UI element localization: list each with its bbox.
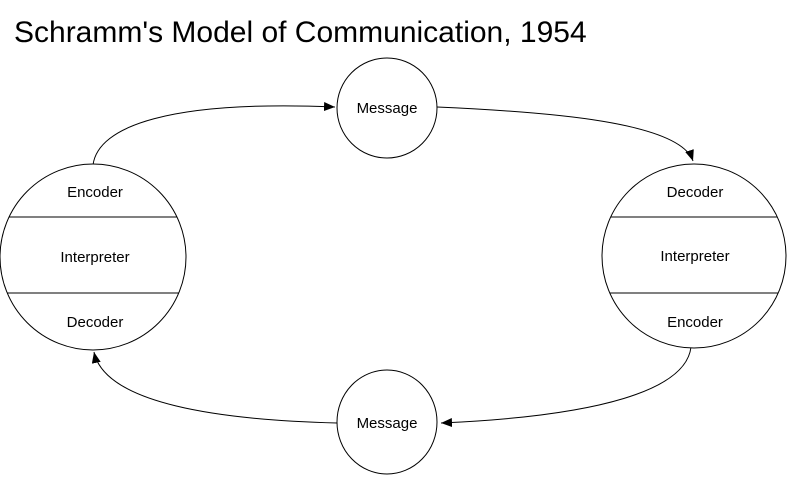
right-section-label-encoder: Encoder <box>667 314 723 331</box>
arrow-top-message-to-right <box>436 106 694 162</box>
top-message-circle <box>336 57 438 159</box>
arrow-bottom-message-to-left <box>91 351 338 424</box>
bottom-message-circle <box>336 369 438 475</box>
page-title: Schramm's Model of Communication, 1954 <box>14 16 587 49</box>
arrow-left-to-top-message <box>92 102 336 166</box>
left-participant-circle <box>0 163 187 351</box>
left-section-label-encoder: Encoder <box>67 184 123 201</box>
right-section-label-decoder: Decoder <box>667 184 724 201</box>
right-participant-circle <box>601 163 787 349</box>
bottom-message-node: Message <box>336 369 438 475</box>
top-message-label: Message <box>357 100 418 117</box>
top-message-node: Message <box>336 57 438 159</box>
left-section-label-interpreter: Interpreter <box>60 249 129 266</box>
right-section-label-interpreter: Interpreter <box>660 248 729 265</box>
right-participant-node: Decoder Interpreter Encoder <box>601 163 787 349</box>
left-participant-node: Encoder Interpreter Decoder <box>0 163 187 351</box>
bottom-message-label: Message <box>357 415 418 432</box>
left-section-label-decoder: Decoder <box>67 314 124 331</box>
arrow-right-to-bottom-message <box>440 346 692 428</box>
